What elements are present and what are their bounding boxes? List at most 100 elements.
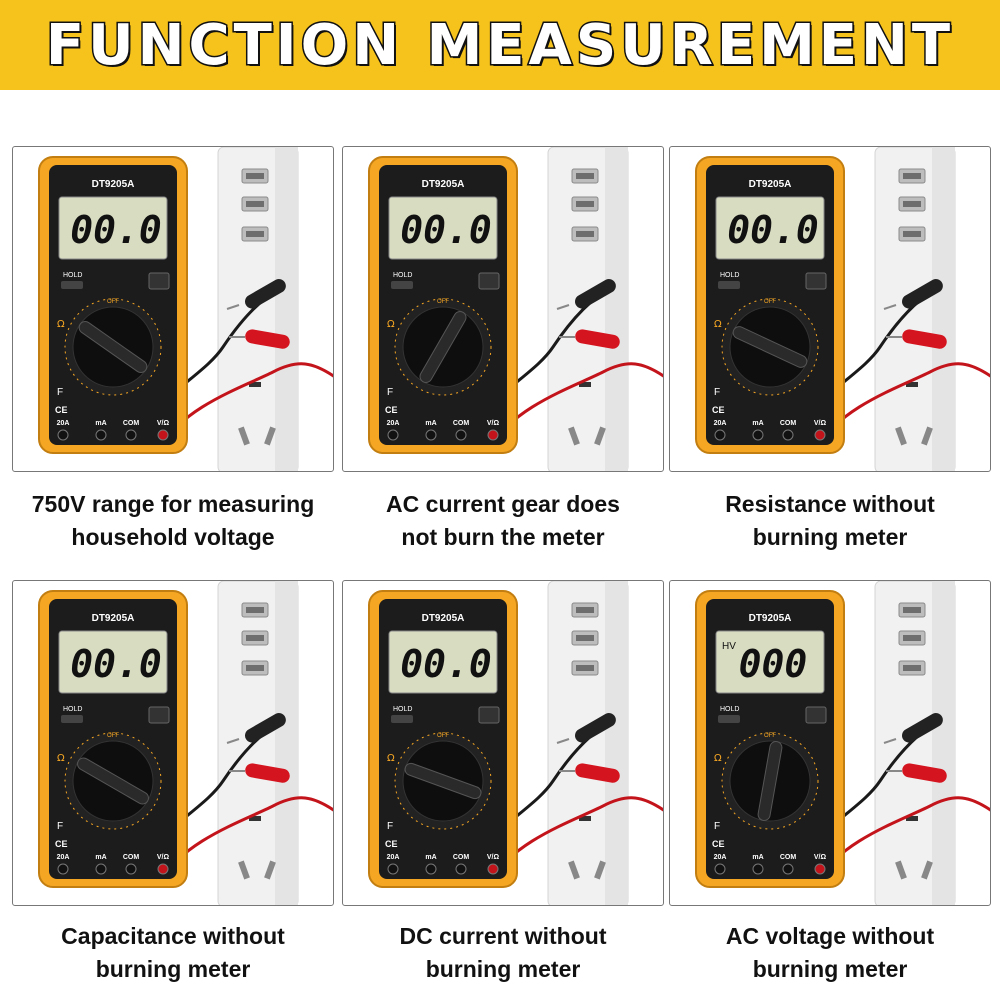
caption-line: burning meter [425, 956, 581, 982]
input-jack[interactable] [455, 429, 467, 441]
hold-button[interactable] [391, 281, 413, 289]
input-jack[interactable] [752, 863, 764, 875]
hfe-socket[interactable] [478, 706, 500, 724]
farad-label: F [714, 387, 720, 398]
port-label: 20A [387, 420, 400, 427]
input-jack[interactable] [714, 429, 726, 441]
hfe-socket[interactable] [805, 272, 827, 290]
port-label: COM [123, 420, 140, 427]
input-jack[interactable] [95, 863, 107, 875]
hfe-socket[interactable] [148, 706, 170, 724]
rotary-dial[interactable] [721, 298, 819, 396]
input-jack[interactable] [57, 863, 69, 875]
rotary-dial[interactable] [64, 298, 162, 396]
hfe-socket[interactable] [478, 272, 500, 290]
input-jack[interactable] [157, 863, 169, 875]
ohm-label: Ω [57, 319, 65, 330]
input-jack[interactable] [125, 429, 137, 441]
dial-knob[interactable] [75, 756, 150, 806]
caption-line: Capacitance without [61, 923, 285, 949]
lcd-reading: 00.0 [400, 208, 492, 252]
input-jack[interactable] [487, 429, 499, 441]
page-title: FUNCTION MEASUREMENT [44, 11, 955, 79]
hold-button[interactable] [391, 715, 413, 723]
farad-label: F [57, 387, 63, 398]
rotary-dial[interactable] [394, 298, 492, 396]
meter-model-label: DT9205A [749, 613, 792, 624]
port-label: mA [752, 854, 763, 861]
dial-knob[interactable] [77, 319, 149, 375]
input-jack[interactable] [814, 429, 826, 441]
rotary-dial[interactable] [394, 732, 492, 830]
lcd-screen [715, 630, 825, 694]
hold-button[interactable] [61, 715, 83, 723]
hold-button[interactable] [718, 281, 740, 289]
input-jack[interactable] [425, 429, 437, 441]
ce-mark: CE [385, 839, 398, 849]
port-label: 20A [387, 854, 400, 861]
hold-button[interactable] [718, 715, 740, 723]
farad-label: F [387, 821, 393, 832]
port-label: mA [425, 420, 436, 427]
rotary-dial[interactable] [721, 732, 819, 830]
caption-line: AC current gear does [386, 491, 620, 517]
power-strip [874, 147, 956, 471]
lcd-reading: 00.0 [400, 642, 492, 686]
input-jack[interactable] [782, 863, 794, 875]
port-label: 20A [57, 854, 70, 861]
input-jack[interactable] [714, 863, 726, 875]
input-jack[interactable] [95, 429, 107, 441]
input-jack[interactable] [814, 863, 826, 875]
caption-line: Resistance without [725, 491, 935, 517]
off-label: OFF [107, 299, 119, 305]
ce-mark: CE [385, 405, 398, 415]
input-jack[interactable] [455, 863, 467, 875]
input-jack[interactable] [782, 429, 794, 441]
lcd-screen [715, 196, 825, 260]
hfe-socket[interactable] [148, 272, 170, 290]
meter-model-label: DT9205A [92, 613, 135, 624]
hold-label: HOLD [63, 706, 82, 713]
input-jack[interactable] [487, 863, 499, 875]
input-jack[interactable] [752, 429, 764, 441]
caption-line: AC voltage without [725, 923, 935, 949]
input-jack[interactable] [387, 863, 399, 875]
dial-knob[interactable] [757, 741, 783, 822]
lcd-screen [388, 630, 498, 694]
hold-button[interactable] [61, 281, 83, 289]
caption-line: household voltage [71, 524, 275, 550]
hold-label: HOLD [720, 272, 739, 279]
input-jack[interactable] [57, 429, 69, 441]
rotary-dial[interactable] [64, 732, 162, 830]
hold-label: HOLD [63, 272, 82, 279]
input-jack[interactable] [425, 863, 437, 875]
dial-knob[interactable] [418, 309, 468, 384]
dial-knob[interactable] [403, 762, 482, 801]
power-strip [217, 147, 299, 471]
input-jack[interactable] [387, 429, 399, 441]
input-jack[interactable] [125, 863, 137, 875]
power-strip [547, 147, 629, 471]
ohm-label: Ω [387, 319, 395, 330]
dial-knob[interactable] [731, 325, 809, 370]
hfe-socket[interactable] [805, 706, 827, 724]
port-label: mA [95, 420, 106, 427]
port-label: V/Ω [814, 854, 827, 861]
ce-mark: CE [712, 405, 725, 415]
meter-model-label: DT9205A [749, 179, 792, 190]
lcd-reading: 00.0 [727, 208, 819, 252]
input-jack[interactable] [157, 429, 169, 441]
test-probes [129, 279, 333, 448]
power-strip [547, 581, 629, 905]
